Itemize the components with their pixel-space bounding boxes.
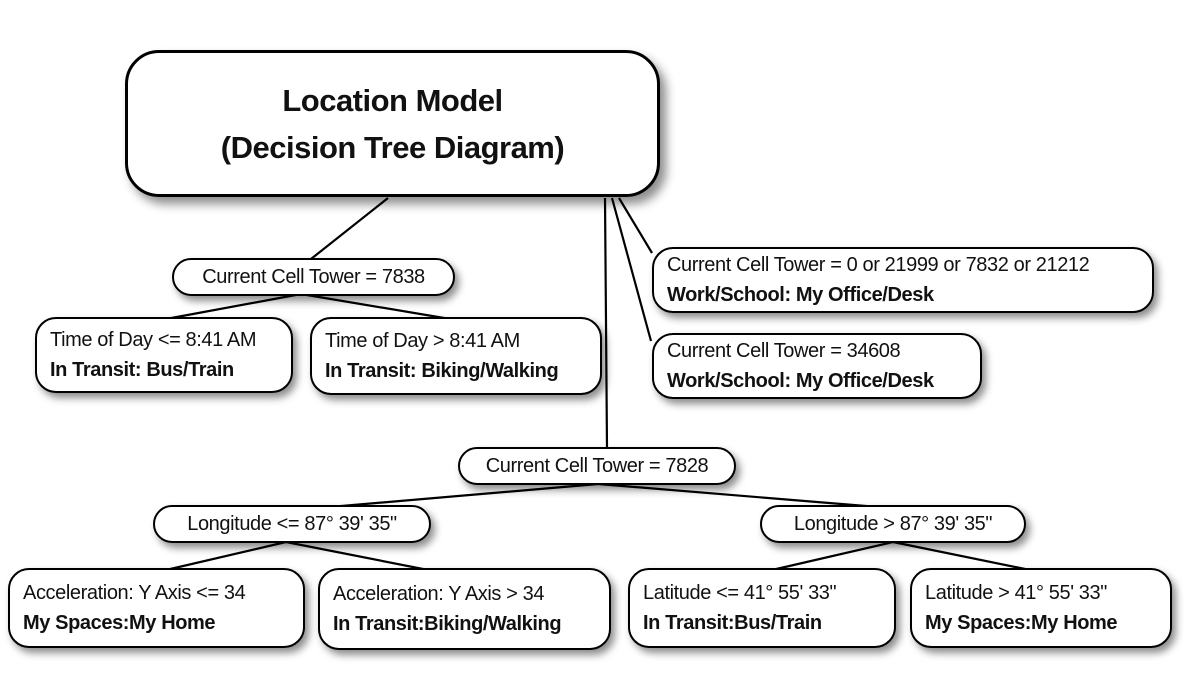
edge-lonLe-accGt — [285, 540, 429, 572]
node-latitude-le: Latitude <= 41° 55' 33" In Transit:Bus/T… — [628, 568, 896, 648]
node-condition: Current Cell Tower = 0 or 21999 or 7832 … — [667, 254, 1090, 276]
node-label: Longitude > 87° 39' 35" — [793, 512, 993, 535]
node-cell-tower-34608: Current Cell Tower = 34608 Work/School: … — [652, 333, 982, 399]
node-result: In Transit: Biking/Walking — [325, 360, 559, 382]
node-time-of-day-le: Time of Day <= 8:41 AM In Transit: Bus/T… — [35, 317, 293, 393]
edge-tower7828-lonGt — [597, 482, 879, 509]
node-result: Work/School: My Office/Desk — [667, 284, 934, 306]
edge-tower7838-timeGt — [300, 292, 451, 321]
edge-lonLe-accLe — [165, 540, 287, 572]
node-condition: Time of Day > 8:41 AM — [325, 330, 520, 352]
edge-lonGt-latLe — [771, 540, 894, 572]
node-label: Longitude <= 87° 39' 35" — [187, 512, 397, 535]
node-acceleration-le: Acceleration: Y Axis <= 34 My Spaces:My … — [8, 568, 305, 648]
node-longitude-gt: Longitude > 87° 39' 35" — [760, 505, 1026, 543]
edge-tower7838-timeLe — [165, 292, 302, 321]
edge-root-tower7838 — [310, 197, 389, 260]
edge-tower7828-lonLe — [329, 482, 599, 509]
node-condition: Current Cell Tower = 34608 — [667, 340, 901, 362]
node-condition: Time of Day <= 8:41 AM — [50, 329, 257, 351]
node-cell-tower-multi: Current Cell Tower = 0 or 21999 or 7832 … — [652, 247, 1154, 313]
diagram-title-line1: Location Model — [282, 82, 503, 118]
node-condition: Latitude > 41° 55' 33" — [925, 582, 1107, 604]
node-condition: Acceleration: Y Axis > 34 — [333, 583, 545, 605]
node-label: Current Cell Tower = 7828 — [485, 454, 709, 477]
node-longitude-le: Longitude <= 87° 39' 35" — [153, 505, 431, 543]
diagram-title-line2: (Decision Tree Diagram) — [220, 129, 565, 165]
node-latitude-gt: Latitude > 41° 55' 33" My Spaces:My Home — [910, 568, 1172, 648]
node-time-of-day-gt: Time of Day > 8:41 AM In Transit: Biking… — [310, 317, 602, 395]
edge-root-tower7828 — [603, 197, 609, 449]
edge-root-towerMulti — [618, 197, 653, 254]
node-cell-tower-7838: Current Cell Tower = 7838 — [172, 258, 455, 296]
node-result: In Transit:Biking/Walking — [333, 613, 562, 635]
node-result: In Transit:Bus/Train — [643, 612, 822, 634]
edge-root-tower34608 — [610, 197, 653, 342]
node-result: Work/School: My Office/Desk — [667, 370, 934, 392]
node-result: My Spaces:My Home — [23, 612, 216, 634]
node-condition: Latitude <= 41° 55' 33" — [643, 582, 837, 604]
node-result: In Transit: Bus/Train — [50, 359, 234, 381]
node-root-title: Location Model (Decision Tree Diagram) — [125, 50, 660, 197]
node-condition: Acceleration: Y Axis <= 34 — [23, 582, 246, 604]
node-acceleration-gt: Acceleration: Y Axis > 34 In Transit:Bik… — [318, 568, 611, 650]
edge-lonGt-latGt — [892, 540, 1031, 572]
node-label: Current Cell Tower = 7838 — [202, 265, 425, 288]
node-result: My Spaces:My Home — [925, 612, 1118, 634]
node-cell-tower-7828: Current Cell Tower = 7828 — [458, 447, 736, 485]
